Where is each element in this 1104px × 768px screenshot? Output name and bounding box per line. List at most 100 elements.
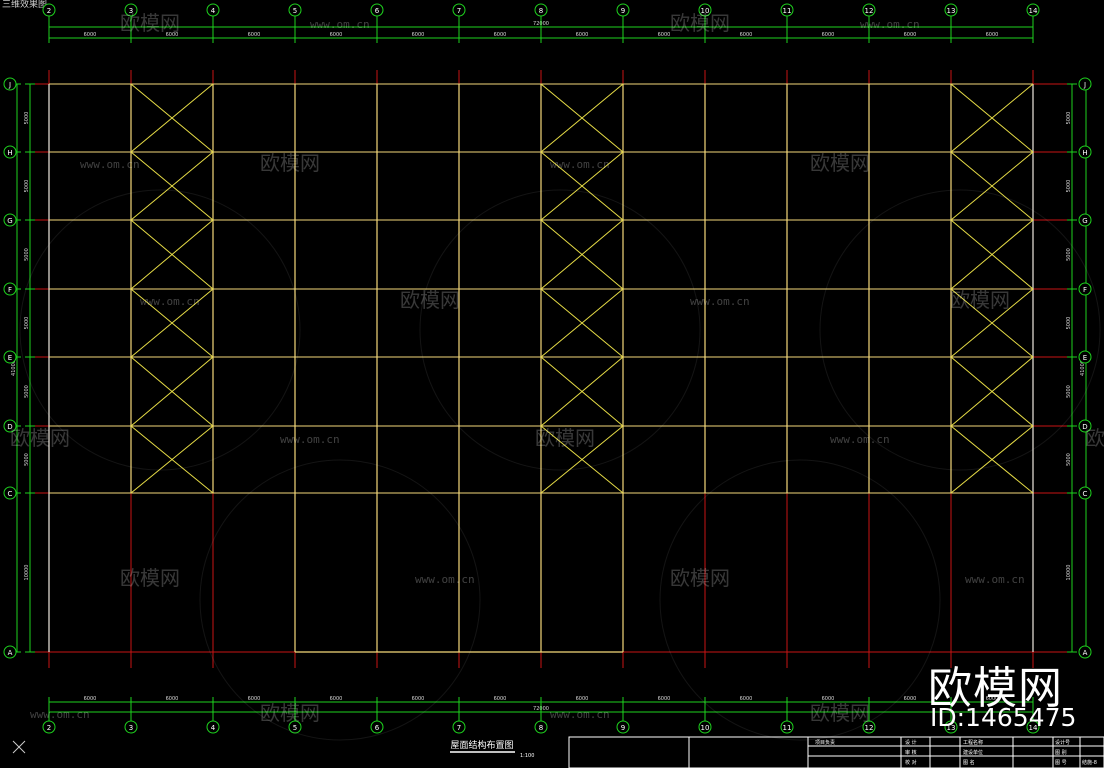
grid-bubble: [780, 720, 794, 734]
grid-bubble-label: 12: [865, 7, 874, 15]
grid-bubble: [534, 3, 548, 17]
title-block-label: 图 号: [1055, 760, 1067, 766]
grid-bubble: [944, 3, 958, 17]
title-block-label: 设 计: [905, 739, 917, 746]
bay-dimension-text: 6000: [248, 32, 261, 38]
watermark-layer: 欧模网欧模网欧模网欧模网欧模网欧模网欧模网欧模网欧模网欧模网欧模网欧模网欧模网w…: [10, 11, 1104, 741]
grid-bubble-label: 11: [783, 7, 792, 15]
grid-bubble: [3, 419, 17, 433]
grid-bubble: [124, 720, 138, 734]
close-icon: [12, 740, 26, 754]
span-dimension-text: 5000: [24, 180, 30, 193]
span-dimension-text: 5000: [1066, 453, 1072, 466]
span-dimension-text: 5000: [1066, 180, 1072, 193]
grid-bubble-label: E: [1083, 354, 1087, 362]
brace-line: [130, 219, 214, 290]
grid-bubble-label: 11: [783, 724, 792, 732]
bay-dimension-text: 6000: [658, 32, 671, 38]
grid-bubble-label: 12: [865, 724, 874, 732]
grid-bubble: [1078, 145, 1092, 159]
grid-bubble: [1078, 486, 1092, 500]
grid-bubble-label: C: [8, 490, 13, 498]
watermark-text: 欧模网: [120, 11, 180, 35]
brace-line: [950, 356, 1034, 427]
grid-bubble-label: 9: [621, 724, 625, 732]
title-block-label: 建设单位: [963, 749, 983, 756]
title-block-layer: 屋面结构布置图1:100设 计审 核校 对项目负责工程名称图 名建设单位设计号图…: [12, 736, 1104, 768]
title-block-label: 项目负责: [815, 739, 835, 746]
watermark-url: www.om.cn: [965, 573, 1025, 586]
grid-bubble: [862, 720, 876, 734]
watermark-ring: [419, 189, 701, 471]
watermark-url: www.om.cn: [140, 295, 200, 308]
watermark-text: 欧模网: [950, 288, 1010, 312]
bay-dimension-text: 6000: [330, 696, 343, 702]
watermark-url: www.om.cn: [310, 18, 370, 31]
watermark-text: 欧模网: [1085, 426, 1104, 450]
span-dimension-text: 10000: [24, 565, 30, 581]
grid-bubble-label: 9: [621, 7, 625, 15]
grid-bubble: [1078, 350, 1092, 364]
brace-line: [130, 356, 214, 427]
grid-bubble-label: 6: [375, 724, 380, 732]
watermark-ring: [819, 189, 1101, 471]
watermark-text: 欧模网: [260, 151, 320, 175]
grid-bubble: [370, 3, 384, 17]
grid-bubble: [452, 720, 466, 734]
grid-bubble-label: 2: [47, 7, 51, 15]
brace-line: [130, 151, 214, 221]
brace-line: [950, 83, 1034, 153]
grid-bubble: [206, 720, 220, 734]
grid-bubble: [3, 77, 17, 91]
grid-bubble: [1078, 213, 1092, 227]
grid-bubble-label: J: [8, 81, 11, 89]
title-block-label: 工程名称: [963, 739, 983, 746]
grid-bubble: [1026, 720, 1040, 734]
grid-bubble: [3, 282, 17, 296]
grid-bubble-label: 10: [701, 7, 710, 15]
grid-bubble: [42, 720, 56, 734]
brace-line: [540, 356, 624, 427]
grid-bubble: [698, 720, 712, 734]
grid-bubble: [780, 3, 794, 17]
grid-bubble: [206, 3, 220, 17]
grid-bubble-label: 13: [947, 7, 956, 15]
brace-line: [950, 151, 1034, 221]
grid-bubble-label: D: [1082, 423, 1087, 431]
watermark-url: www.om.cn: [860, 18, 920, 31]
bay-dimension-text: 6000: [494, 32, 507, 38]
watermark-text: 欧模网: [260, 701, 320, 725]
overall-span-text: 41000: [11, 360, 17, 376]
bay-dimension-text: 6000: [412, 696, 425, 702]
span-dimension-text: 5000: [24, 453, 30, 466]
grid-bubble-label: 5: [293, 7, 297, 15]
grid-bubble: [698, 3, 712, 17]
bay-dimension-text: 6000: [412, 32, 425, 38]
span-dimension-text: 5000: [1066, 112, 1072, 125]
grid-bubble: [3, 486, 17, 500]
watermark-text: 欧模网: [670, 566, 730, 590]
title-block-label: 校 对: [905, 759, 917, 766]
grid-bubble-label: H: [7, 149, 12, 157]
grid-bubble-label: A: [1083, 649, 1088, 657]
watermark-url: www.om.cn: [830, 433, 890, 446]
grid-bubble-label: 7: [457, 724, 461, 732]
grid-bubble-label: D: [7, 423, 12, 431]
grid-bubble-label: 10: [701, 724, 710, 732]
grid-bubble-label: 8: [539, 7, 543, 15]
grid-bubble-label: C: [1083, 490, 1088, 498]
brace-line: [130, 425, 214, 494]
grid-bubble: [862, 3, 876, 17]
drawing-title: 屋面结构布置图: [450, 739, 513, 751]
brace-line: [540, 219, 624, 290]
watermark-text: 欧模网: [670, 11, 730, 35]
grid-bubble-label: F: [1083, 286, 1087, 294]
watermark-id-text: ID:1465475: [930, 703, 1077, 732]
bay-dimension-text: 6000: [166, 32, 179, 38]
grid-bubble-label: 6: [375, 7, 380, 15]
grid-bubble-label: G: [7, 217, 12, 225]
grid-bubble: [1078, 282, 1092, 296]
brace-line: [540, 83, 624, 153]
